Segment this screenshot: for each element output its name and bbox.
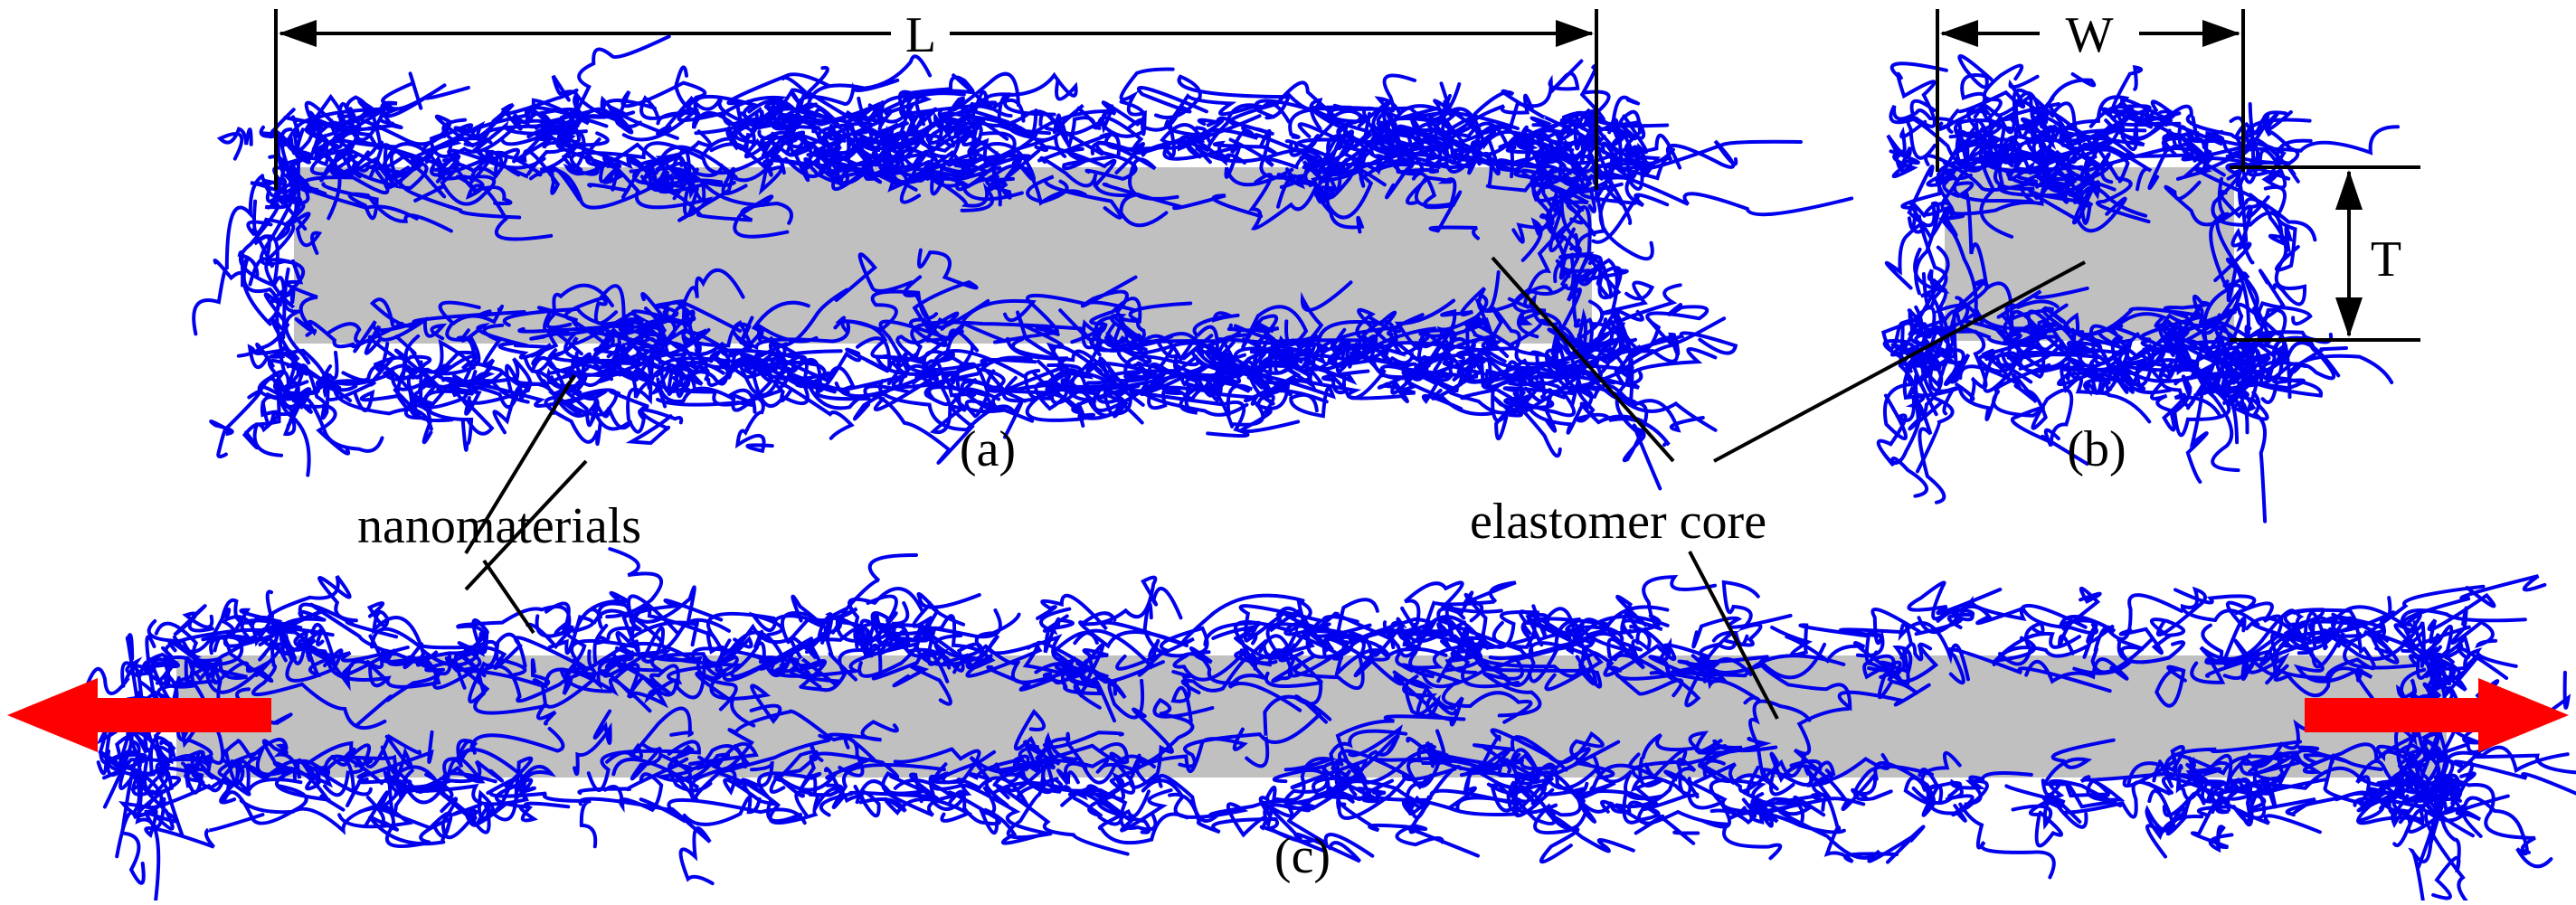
nanowire (2404, 576, 2545, 625)
dimension-T-label: T (2371, 231, 2401, 288)
panel-a: L (a) (194, 7, 1852, 488)
nanowire (641, 799, 713, 883)
caption-b: (b) (2067, 421, 2126, 477)
caption-c: (c) (1274, 828, 1331, 884)
dimension-L-label: L (905, 7, 936, 63)
nanomaterials-label: nanomaterials (357, 498, 641, 554)
panel-b: W T (b) (1879, 7, 2420, 522)
arrowhead-left-icon (279, 20, 317, 47)
arrowhead-left-icon (1940, 20, 1978, 47)
dimension-W-label: W (2066, 7, 2114, 63)
nanowire (1599, 282, 1652, 336)
arrowhead-right-icon (1556, 20, 1594, 47)
arrowhead-up-icon (2335, 170, 2363, 210)
arrowhead-down-icon (2335, 297, 2363, 337)
nanowire (610, 107, 677, 138)
nanowire (1342, 804, 1443, 844)
caption-a: (a) (960, 421, 1016, 477)
elastomer-core-label: elastomer core (1470, 494, 1766, 550)
nanowire (194, 175, 262, 334)
nanowire (211, 391, 260, 457)
panel-c: (c) (7, 549, 2576, 900)
nanowire (1139, 88, 1207, 130)
nanowire (175, 606, 213, 635)
nanowire (220, 129, 251, 159)
nanowire (1041, 609, 1073, 653)
nanowire (1085, 578, 1181, 625)
arrowhead-right-icon (2202, 20, 2240, 47)
